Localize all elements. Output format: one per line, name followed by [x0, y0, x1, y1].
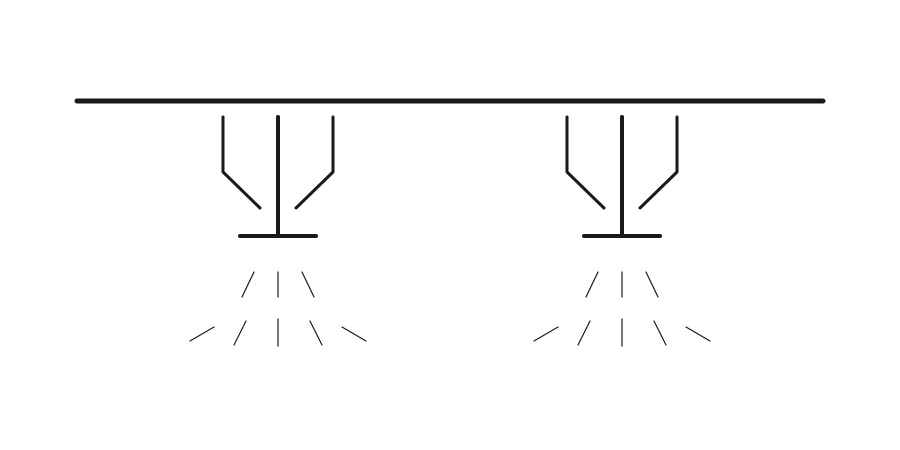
spray-line	[341, 326, 367, 342]
spray-line	[241, 271, 255, 298]
spray-line	[309, 320, 323, 346]
sprinkler-frame-right	[638, 115, 679, 210]
sprinkler-head	[533, 115, 711, 347]
spray-line	[585, 271, 599, 298]
sprinkler-frame-right	[294, 115, 335, 210]
spray-line	[233, 320, 247, 346]
sprinkler-frame-left	[221, 115, 262, 210]
spray-line	[189, 326, 215, 342]
sprinkler-heads	[189, 115, 711, 347]
sprinkler-head	[189, 115, 367, 347]
spray-line	[533, 326, 559, 342]
spray-line	[653, 320, 667, 346]
sprinkler-frame-left	[565, 115, 606, 210]
spray-line	[301, 271, 315, 298]
water-spray	[533, 271, 711, 347]
spray-line	[645, 271, 659, 298]
spray-line	[685, 326, 711, 342]
water-spray	[189, 271, 367, 347]
spray-line	[577, 320, 591, 346]
